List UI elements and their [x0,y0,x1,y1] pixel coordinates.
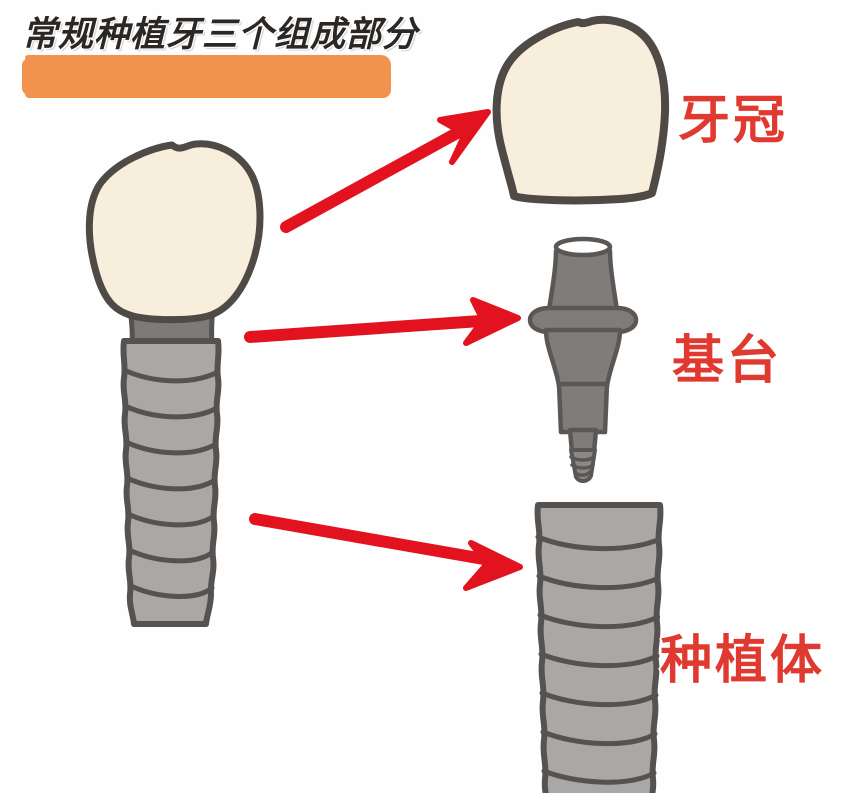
arrow-crown [280,109,491,233]
assembly-whole-implant [85,140,264,627]
title-block: 常规种植牙三个组成部分 [0,0,440,110]
assembly-crown [85,140,264,324]
arrow-abutment [244,297,521,346]
assembly-implant [120,338,222,627]
label-abutment: 基台 [672,332,783,390]
part-abutment [527,236,639,483]
abutment-top-opening [553,236,613,258]
part-crown [492,15,670,205]
part-implant [534,502,664,793]
arrow-implant [249,513,523,591]
label-crown: 牙冠 [678,92,789,150]
page-title: 常规种植牙三个组成部分 [20,13,419,56]
label-implant: 种植体 [660,632,826,690]
title-highlight-bar [22,55,391,98]
